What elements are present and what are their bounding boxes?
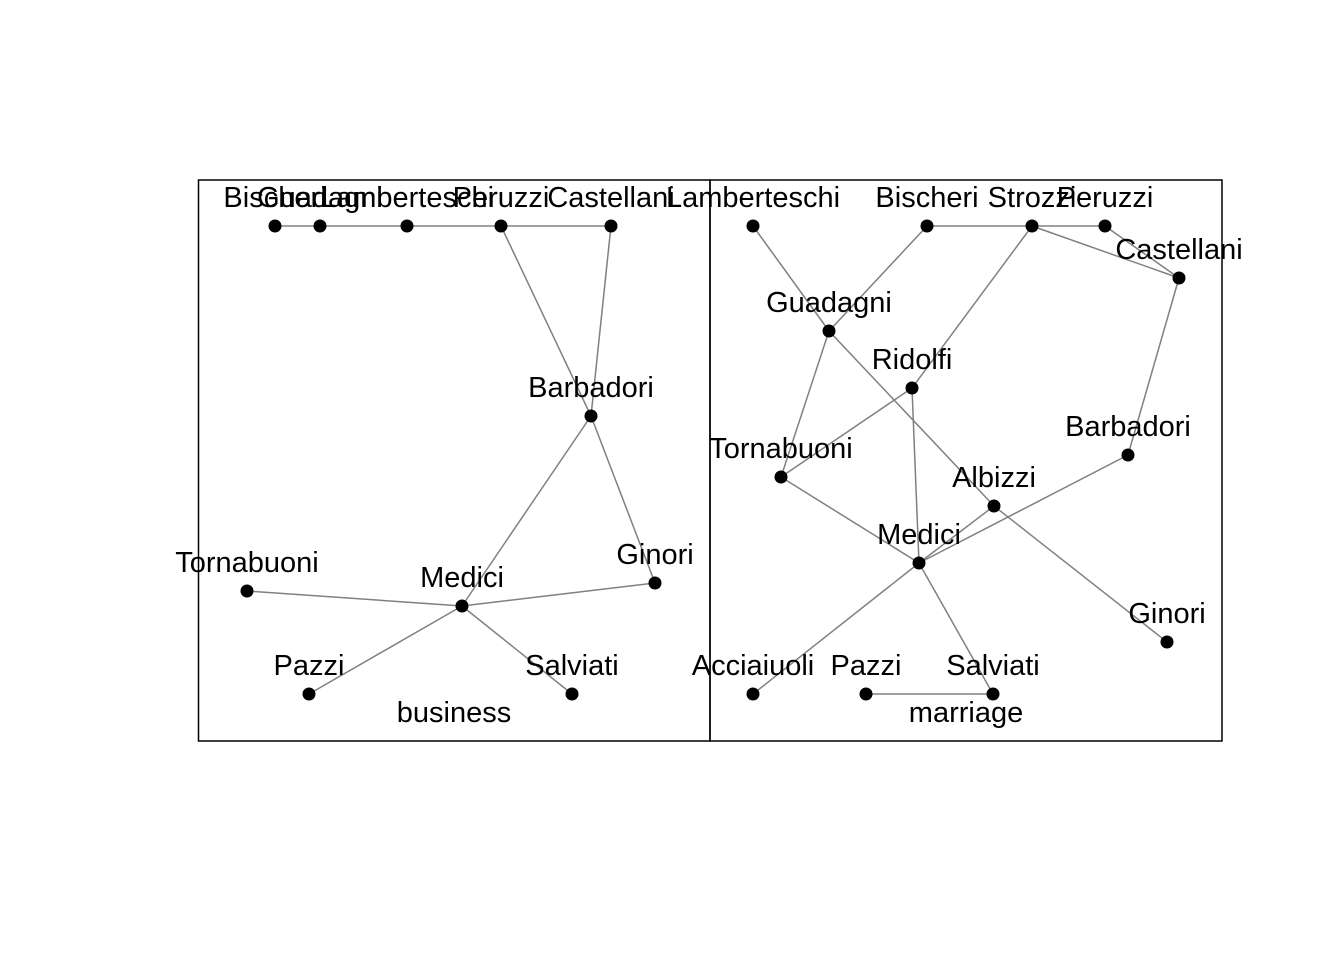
marriage-label-albizzi: Albizzi (952, 462, 1036, 494)
business-label-tornabuoni: Tornabuoni (175, 547, 319, 579)
marriage-edge-strozzi-castellani (1031, 225, 1180, 279)
business-edge-medici-tornabuoni (246, 590, 463, 607)
marriage-node-ginori (1160, 635, 1174, 649)
business-label-guadagni: Guadagni (257, 182, 383, 214)
marriage-node-pazzi (859, 687, 873, 701)
marriage-node-strozzi (1025, 219, 1039, 233)
business-node-bischeri (268, 219, 282, 233)
marriage-node-medici (912, 556, 926, 570)
marriage-label-strozzi: Strozzi (988, 182, 1077, 214)
marriage-edge-ridolfi-tornabuoni (780, 387, 913, 478)
business-node-guadagni (313, 219, 327, 233)
marriage-node-bischeri (920, 219, 934, 233)
marriage-edge-albizzi-medici (918, 505, 995, 564)
marriage-node-ridolfi (905, 381, 919, 395)
business-label-peruzzi: Peruzzi (453, 182, 550, 214)
marriage-label-tornabuoni: Tornabuoni (709, 433, 853, 465)
business-node-ginori (648, 576, 662, 590)
marriage-edges (752, 225, 1180, 695)
business-label-bischeri: Bischeri (223, 182, 326, 214)
business-label-salviati: Salviati (525, 650, 619, 682)
business-node-peruzzi (494, 219, 508, 233)
marriage-edge-tornabuoni-medici (780, 476, 920, 564)
business-edge-castellani-barbadori (590, 225, 612, 417)
business-node-salviati (565, 687, 579, 701)
business-nodes (240, 219, 662, 701)
panel-title-business: business (397, 697, 511, 729)
marriage-nodes (746, 219, 1186, 701)
business-node-tornabuoni (240, 584, 254, 598)
marriage-edge-strozzi-ridolfi (911, 225, 1033, 389)
marriage-label-acciaiuoli: Acciaiuoli (692, 650, 815, 682)
marriage-label-barbadori: Barbadori (1065, 411, 1191, 443)
business-node-lamberteschi (400, 219, 414, 233)
marriage-node-lamberteschi (746, 219, 760, 233)
business-label-pazzi: Pazzi (274, 650, 345, 682)
marriage-edge-ridolfi-medici (911, 387, 920, 564)
business-edge-medici-salviati (461, 605, 573, 695)
business-node-castellani (604, 219, 618, 233)
marriage-label-lamberteschi: Lamberteschi (666, 182, 840, 214)
marriage-edge-peruzzi-castellani (1104, 225, 1180, 279)
business-edges (246, 225, 656, 695)
marriage-node-castellani (1172, 271, 1186, 285)
marriage-label-bischeri: Bischeri (875, 182, 978, 214)
marriage-edge-lamberteschi-guadagni (752, 225, 830, 332)
marriage-labels: Lamberteschi Bischeri StrozziPeruzziCastel… (666, 182, 1243, 682)
marriage-edge-bischeri-guadagni (828, 225, 928, 332)
marriage-node-guadagni (822, 324, 836, 338)
business-edge-medici-ginori (461, 582, 656, 607)
marriage-edge-albizzi-ginori (993, 505, 1168, 643)
panel-title-marriage: marriage (909, 697, 1023, 729)
business-labels: BischeriGuadagniLamberteschiPeruzziCaste… (175, 182, 693, 682)
marriage-label-castellani: Castellani (1115, 234, 1242, 266)
marriage-edge-medici-salviati (918, 562, 994, 695)
marriage-node-barbadori (1121, 448, 1135, 462)
marriage-edge-medici-acciaiuoli (752, 562, 920, 695)
marriage-label-pazzi: Pazzi (831, 650, 902, 682)
business-edge-barbadori-medici (461, 415, 592, 607)
business-node-medici (455, 599, 469, 613)
marriage-label-medici: Medici (877, 519, 961, 551)
marriage-label-salviati: Salviati (946, 650, 1040, 682)
business-node-pazzi (302, 687, 316, 701)
business-label-lamberteschi: Lamberteschi (320, 182, 494, 214)
business-edge-medici-pazzi (308, 605, 463, 695)
marriage-node-tornabuoni (774, 470, 788, 484)
business-label-castellani: Castellani (547, 182, 674, 214)
business-label-ginori: Ginori (616, 539, 693, 571)
panel-frame-marriage (709, 179, 1223, 742)
marriage-edge-guadagni-tornabuoni (780, 330, 830, 478)
marriage-label-peruzzi: Peruzzi (1057, 182, 1154, 214)
business-label-barbadori: Barbadori (528, 372, 654, 404)
marriage-node-peruzzi (1098, 219, 1112, 233)
marriage-edge-barbadori-medici (918, 454, 1129, 564)
business-edge-barbadori-ginori (590, 415, 656, 584)
marriage-label-guadagni: Guadagni (766, 287, 892, 319)
marriage-node-salviati (986, 687, 1000, 701)
marriage-edge-guadagni-albizzi (828, 330, 995, 507)
marriage-node-acciaiuoli (746, 687, 760, 701)
business-edge-peruzzi-barbadori (500, 225, 592, 417)
business-label-medici: Medici (420, 562, 504, 594)
marriage-label-ginori: Ginori (1128, 598, 1205, 630)
marriage-node-albizzi (987, 499, 1001, 513)
marriage-label-ridolfi: Ridolfi (872, 344, 953, 376)
marriage-edge-castellani-barbadori (1127, 277, 1180, 456)
business-node-barbadori (584, 409, 598, 423)
